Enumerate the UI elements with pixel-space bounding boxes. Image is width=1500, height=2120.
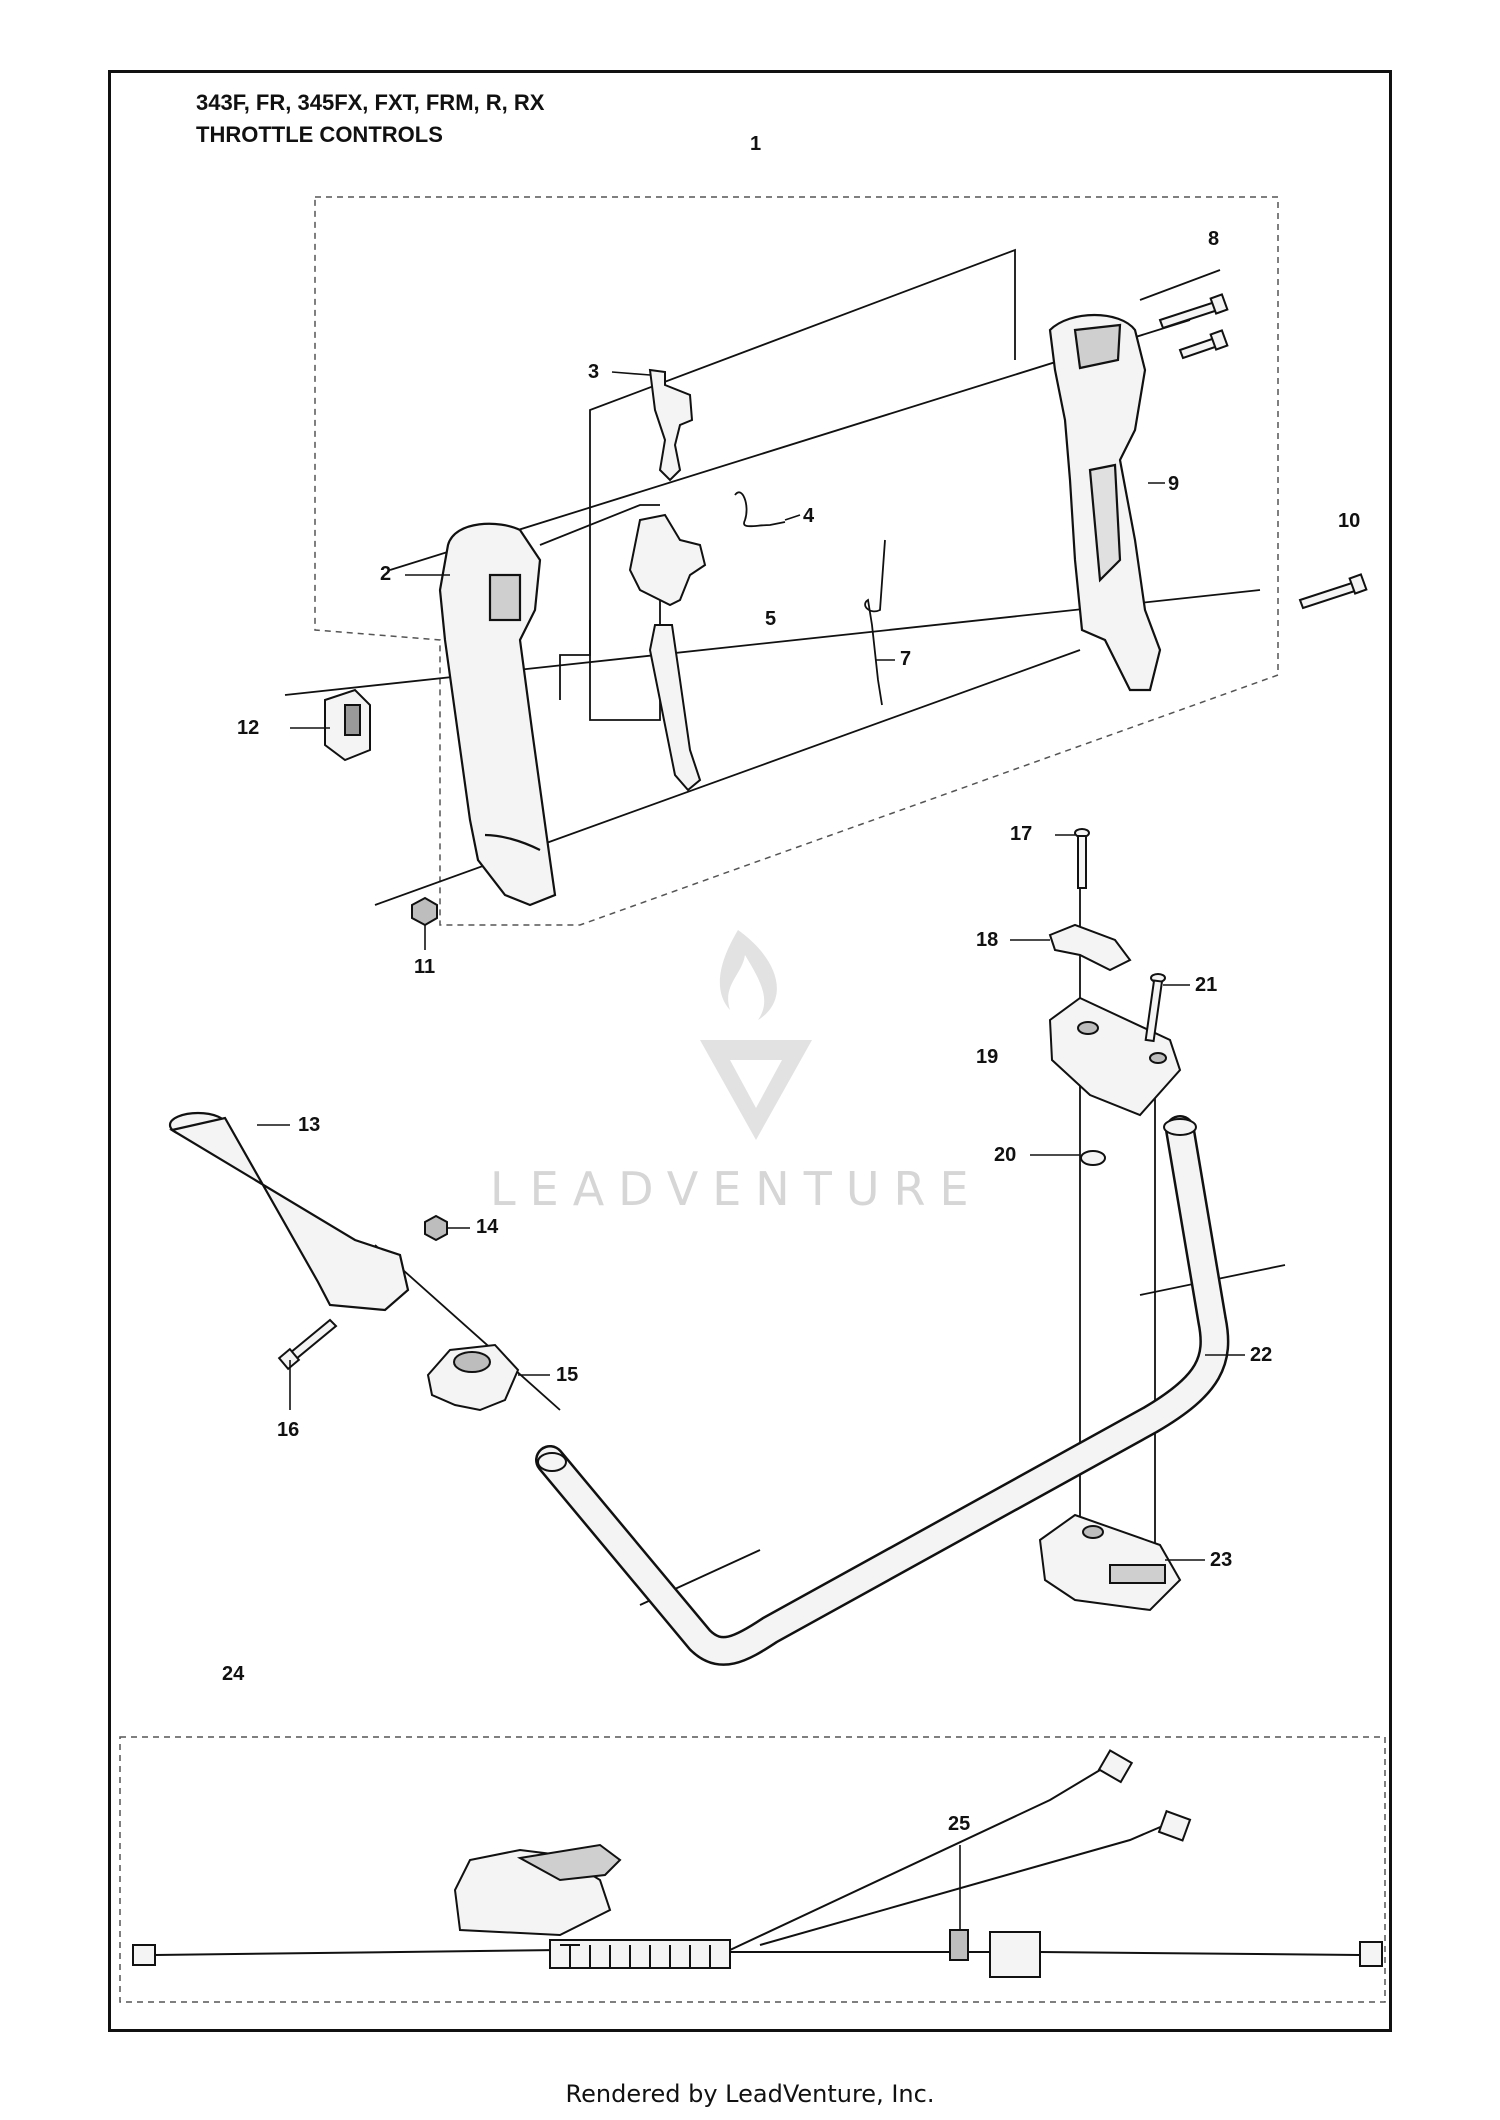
callout-15: 15	[556, 1364, 578, 1386]
clamp-15	[426, 1343, 520, 1412]
tube-end-left	[537, 1452, 567, 1472]
watermark-text: LEADVENTURE	[490, 1162, 983, 1216]
callout-20: 20	[994, 1144, 1016, 1166]
callout-4: 4	[803, 505, 815, 527]
callout-2: 2	[380, 563, 391, 585]
handle-half-right	[1048, 314, 1162, 692]
callout-24: 24	[222, 1663, 245, 1685]
callout-25: 25	[948, 1813, 970, 1835]
callout-7: 7	[900, 648, 911, 670]
tube-end-top	[1163, 1118, 1197, 1136]
callout-21: 21	[1195, 974, 1217, 996]
nut-plate-18	[1048, 923, 1132, 972]
screw-17	[1074, 828, 1090, 889]
clamp-top-19	[1048, 996, 1182, 1117]
callout-17: 17	[1010, 823, 1032, 845]
callout-18: 18	[976, 929, 998, 951]
diagram-frame	[108, 70, 1392, 2032]
callout-14: 14	[476, 1216, 499, 1238]
screw-8	[1158, 293, 1229, 360]
callout-1: 1	[750, 133, 761, 155]
grip-13	[168, 1111, 410, 1312]
nut-14	[424, 1214, 448, 1242]
callout-10: 10	[1338, 510, 1360, 532]
model-line: 343F, FR, 345FX, FXT, FRM, R, RX	[196, 90, 545, 115]
callout-3: 3	[588, 361, 599, 383]
washer-20	[1080, 1150, 1106, 1166]
handle-half-left	[438, 522, 557, 907]
screw-21	[1144, 973, 1166, 1043]
watermark-logo	[700, 930, 812, 1140]
group-1-boundary	[314, 196, 1279, 926]
callout-8: 8	[1208, 228, 1219, 250]
leader-lines	[257, 371, 1245, 1930]
throttle-lockout-lever	[648, 368, 694, 482]
callout-5: 5	[765, 608, 776, 630]
footer-credit: Rendered by LeadVenture, Inc.	[565, 2080, 935, 2108]
callout-22: 22	[1250, 1344, 1272, 1366]
group-24-boundary	[119, 1736, 1386, 2003]
spring-4	[734, 491, 786, 528]
clamp-bottom-23	[1038, 1513, 1182, 1612]
callout-16: 16	[277, 1419, 299, 1441]
callout-9: 9	[1168, 473, 1179, 495]
callout-23: 23	[1210, 1549, 1232, 1571]
explode-lines	[284, 248, 1286, 1606]
throttle-trigger	[628, 513, 707, 792]
callout-12: 12	[237, 717, 259, 739]
throttle-cable-assembly	[132, 1749, 1383, 1978]
screw-16	[277, 1318, 338, 1371]
callout-13: 13	[298, 1114, 320, 1136]
callout-19: 19	[976, 1046, 998, 1068]
nut-11	[411, 896, 438, 927]
screw-10	[1298, 573, 1368, 610]
section-title: THROTTLE CONTROLS	[196, 122, 443, 147]
callout-11: 11	[414, 956, 435, 978]
spring-7	[864, 539, 886, 706]
stop-switch	[324, 688, 371, 762]
